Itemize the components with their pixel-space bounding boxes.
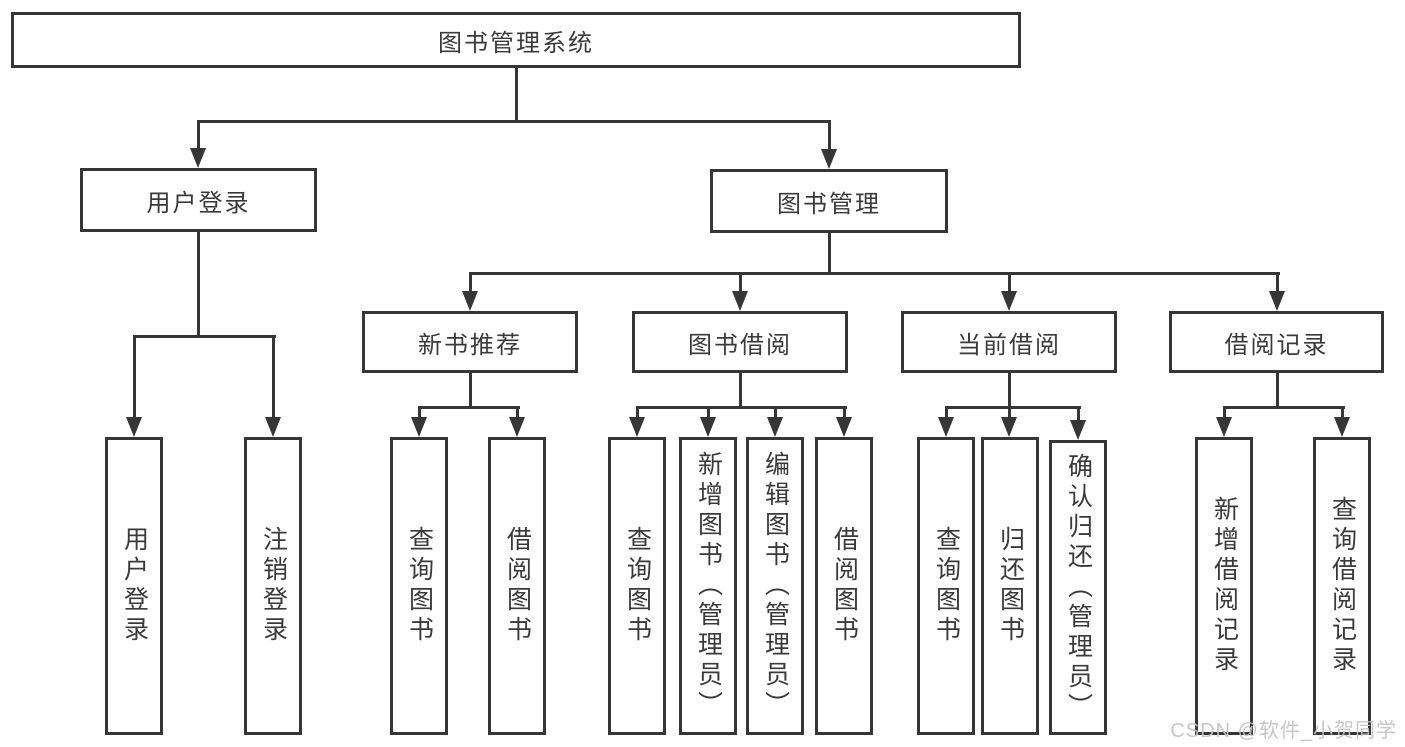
node-label: 图书借阅 (688, 331, 792, 359)
node-borrow-book: 借阅图书 (815, 437, 873, 735)
connector-vline (515, 66, 518, 123)
node-label: 新增图书（管理员） (694, 451, 723, 721)
node-label: 借阅图书 (830, 526, 859, 646)
connector-vline (469, 373, 472, 409)
node-label: 查询借阅记录 (1328, 496, 1357, 676)
node-label: 归还图书 (996, 526, 1025, 646)
arrowhead-down-icon (700, 417, 716, 437)
node-borrow-record: 借阅记录 (1169, 311, 1384, 373)
connector-hline (636, 406, 847, 409)
arrowhead-down-icon (126, 417, 142, 437)
arrowhead-down-icon (1070, 420, 1086, 440)
arrowhead-down-icon (1216, 417, 1232, 437)
arrowhead-down-icon (821, 149, 837, 169)
node-label: 编辑图书（管理员） (761, 451, 790, 721)
arrowhead-down-icon (629, 417, 645, 437)
node-logout-action: 注销登录 (244, 437, 302, 735)
node-label: 查询图书 (932, 526, 961, 646)
csdn-watermark: CSDN @软件_小贺同学 (1170, 720, 1397, 742)
connector-vline (1276, 373, 1279, 409)
node-label: 图书管理系统 (438, 29, 594, 57)
connector-vline (828, 233, 831, 275)
connector-hline (1223, 406, 1345, 409)
node-label: 用户登录 (146, 189, 251, 217)
node-query-book-current: 查询图书 (917, 437, 975, 735)
connector-vline (1341, 406, 1344, 421)
node-edit-book-admin: 编辑图书（管理员） (746, 437, 804, 735)
node-label: 查询图书 (405, 526, 434, 646)
node-label: 用户登录 (120, 526, 149, 646)
node-book-management: 图书管理 (710, 169, 948, 233)
node-label: 借阅记录 (1224, 331, 1329, 359)
node-query-book-recommend: 查询图书 (390, 437, 448, 735)
node-confirm-return-admin: 确认归还（管理员） (1049, 440, 1107, 735)
arrowhead-down-icon (1334, 417, 1350, 437)
arrowhead-down-icon (509, 417, 525, 437)
node-book-borrow: 图书借阅 (632, 311, 848, 373)
arrowhead-down-icon (836, 417, 852, 437)
arrowhead-down-icon (732, 291, 748, 311)
connector-vline (197, 232, 200, 338)
connector-vline (469, 272, 472, 294)
arrowhead-down-icon (411, 417, 427, 437)
arrowhead-down-icon (190, 148, 206, 168)
connector-hline (133, 335, 276, 338)
connector-vline (1077, 406, 1080, 424)
arrowhead-down-icon (1269, 291, 1285, 311)
connector-vline (828, 120, 831, 151)
connector-vline (739, 373, 742, 409)
arrowhead-down-icon (938, 417, 954, 437)
connector-hline (945, 406, 1081, 409)
node-query-book-borrow: 查询图书 (608, 437, 666, 735)
node-return-book: 归还图书 (981, 437, 1039, 735)
node-label: 当前借阅 (957, 331, 1061, 359)
connector-vline (945, 406, 948, 421)
arrowhead-down-icon (767, 417, 783, 437)
connector-vline (1008, 406, 1011, 421)
node-add-borrow-record: 新增借阅记录 (1195, 437, 1253, 735)
node-add-book-admin: 新增图书（管理员） (679, 437, 737, 735)
connector-vline (133, 335, 136, 421)
arrowhead-down-icon (1001, 417, 1017, 437)
connector-vline (739, 272, 742, 294)
node-user-login-action: 用户登录 (105, 437, 163, 735)
connector-hline (469, 272, 1280, 275)
connector-vline (1223, 406, 1226, 421)
connector-hline (418, 406, 520, 409)
node-label: 新书推荐 (418, 331, 522, 359)
connector-hline (197, 120, 831, 123)
connector-vline (272, 335, 275, 421)
connector-vline (636, 406, 639, 421)
node-new-book-recommend: 新书推荐 (362, 311, 578, 373)
connector-vline (1008, 272, 1011, 294)
node-borrow-book-recommend: 借阅图书 (488, 437, 546, 735)
connector-vline (707, 406, 710, 421)
node-library-system: 图书管理系统 (11, 12, 1021, 68)
node-query-borrow-record: 查询借阅记录 (1313, 437, 1371, 735)
node-user-login: 用户登录 (80, 168, 317, 232)
node-label: 注销登录 (259, 526, 288, 646)
connector-vline (1276, 272, 1279, 294)
connector-vline (516, 406, 519, 421)
node-label: 图书管理 (777, 190, 881, 218)
connector-vline (843, 406, 846, 421)
arrowhead-down-icon (462, 291, 478, 311)
node-label: 查询图书 (623, 526, 652, 646)
connector-vline (418, 406, 421, 421)
connector-vline (197, 120, 200, 150)
connector-vline (774, 406, 777, 421)
node-label: 新增借阅记录 (1210, 496, 1239, 676)
node-label: 借阅图书 (503, 526, 532, 646)
node-label: 确认归还（管理员） (1064, 452, 1093, 723)
connector-vline (1008, 373, 1011, 409)
arrowhead-down-icon (265, 417, 281, 437)
arrowhead-down-icon (1001, 291, 1017, 311)
node-current-borrow: 当前借阅 (901, 311, 1117, 373)
